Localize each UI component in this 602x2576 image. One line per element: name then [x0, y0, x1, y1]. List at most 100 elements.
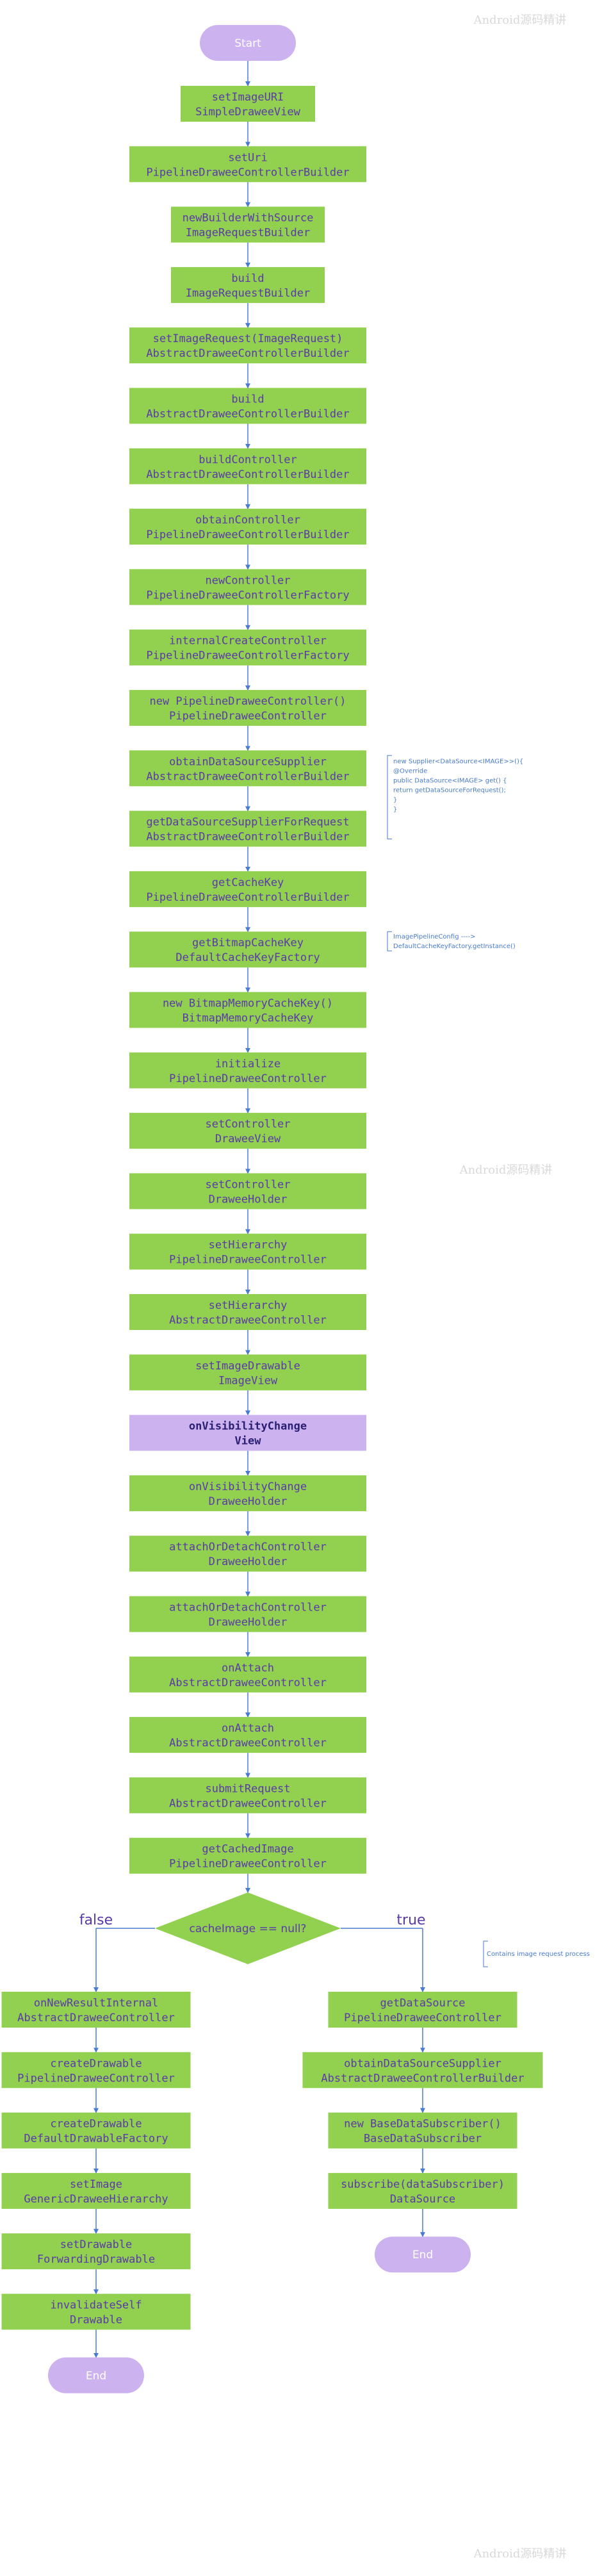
note-line: @Override [393, 767, 427, 775]
step-class: AbstractDraweeControllerBuilder [146, 831, 349, 844]
step-method: submitRequest [205, 1782, 290, 1795]
true-label: true [396, 1912, 425, 1928]
step-class: DraweeView [215, 1133, 281, 1145]
step: internalCreateControllerPipelineDraweeCo… [129, 629, 366, 666]
step-box [129, 810, 366, 847]
step-class: ImageRequestBuilder [186, 287, 310, 300]
terminal-label: End [86, 2370, 106, 2383]
watermark: Android源码精讲 [459, 1163, 553, 1177]
step-box [328, 2172, 517, 2209]
step-method: onAttach [222, 1722, 274, 1735]
step-box [129, 1656, 366, 1693]
step-method: setHierarchy [209, 1299, 288, 1312]
step-class: PipelineDraweeController [169, 1254, 327, 1267]
step-method: setImage [70, 2178, 122, 2191]
step-class: View [235, 1435, 262, 1448]
step-box [129, 388, 366, 424]
terminal-label: End [412, 2249, 433, 2261]
step-box [328, 2112, 517, 2149]
false-label: false [79, 1912, 113, 1928]
step-method: new BaseDataSubscriber() [344, 2118, 501, 2131]
step-class: AbstractDraweeController [169, 1677, 327, 1689]
step-method: attachOrDetachController [169, 1602, 327, 1614]
step-class: PipelineDraweeControllerBuilder [146, 166, 349, 179]
step-class: AbstractDraweeControllerBuilder [321, 2072, 524, 2085]
note-bracket [483, 1940, 488, 1967]
step-class: PipelineDraweeControllerFactory [146, 589, 349, 602]
step-class: DraweeHolder [209, 1555, 288, 1568]
step-box [129, 146, 366, 183]
terminal-shape [48, 2357, 144, 2393]
step-class: PipelineDraweeController [169, 710, 327, 723]
step-box [1, 2172, 191, 2209]
step-class: PipelineDraweeControllerBuilder [146, 529, 349, 541]
step-method: build [231, 272, 264, 285]
decision-diamond [155, 1892, 341, 1964]
step-class: DraweeHolder [209, 1193, 288, 1206]
step-box [328, 1992, 517, 2028]
step-method: createDrawable [50, 2057, 142, 2070]
step-class: AbstractDraweeController [169, 1737, 327, 1750]
step-method: internalCreateController [169, 635, 327, 648]
step-box [129, 1717, 366, 1753]
step-box [302, 2052, 543, 2088]
start-terminal: Start [200, 25, 296, 61]
step-class: PipelineDraweeController [344, 2012, 501, 2024]
end-terminal-right: End [375, 2236, 471, 2273]
step-box [171, 267, 325, 303]
step-class: DataSource [390, 2193, 455, 2206]
step: obtainDataSourceSupplierAbstractDraweeCo… [129, 750, 366, 787]
end-terminal-left: End [48, 2357, 144, 2393]
step-class: BitmapMemoryCacheKey [183, 1012, 314, 1025]
step-box [129, 871, 366, 907]
step-box [129, 931, 366, 968]
decision-label: cacheImage == null? [190, 1923, 307, 1935]
step-class: PipelineDraweeController [169, 1858, 327, 1871]
step: getDataSourceSupplierForRequestAbstractD… [129, 810, 366, 847]
step-box [129, 1233, 366, 1270]
step-method: new PipelineDraweeController() [149, 695, 346, 708]
note-line: } [393, 796, 397, 803]
step-class: AbstractDraweeControllerBuilder [146, 468, 349, 481]
note-bracket [387, 755, 392, 840]
step-method: obtainDataSourceSupplier [169, 755, 327, 768]
step: new BitmapMemoryCacheKey() BitmapMemoryCa… [129, 992, 366, 1028]
step-method: initialize [215, 1058, 281, 1071]
step-method: setImageDrawable [195, 1359, 300, 1372]
step-box [129, 1294, 366, 1330]
step-method: invalidateSelf [50, 2299, 142, 2312]
step-class: AbstractDraweeController [169, 1797, 327, 1810]
step-method: newController [205, 574, 290, 587]
watermark: Android源码精讲 [473, 2547, 567, 2561]
step-box [129, 1536, 366, 1572]
note-line: ImagePipelineConfig ----> [393, 933, 476, 940]
step-class: ImageView [218, 1374, 278, 1387]
step-method: getDataSourceSupplierForRequest [146, 816, 349, 829]
terminal-shape [200, 25, 296, 61]
step-box [129, 1173, 366, 1210]
step-method: getDataSource [380, 1997, 465, 2010]
step-class: DefaultCacheKeyFactory [175, 951, 320, 964]
step-box [129, 1475, 366, 1511]
step-box [129, 1596, 366, 1632]
step-box [129, 1354, 366, 1391]
step-class: AbstractDraweeController [169, 1314, 327, 1327]
step-method: buildController [199, 454, 297, 466]
step-method: obtainController [195, 514, 300, 527]
step-method: setController [205, 1178, 290, 1191]
request-process-note: Contains image request process [483, 1940, 590, 1967]
step-method: new BitmapMemoryCacheKey() [163, 997, 333, 1010]
note-line: Contains image request process [487, 1951, 590, 1958]
step-method: obtainDataSourceSupplier [344, 2057, 501, 2070]
step-method: setDrawable [60, 2238, 133, 2251]
